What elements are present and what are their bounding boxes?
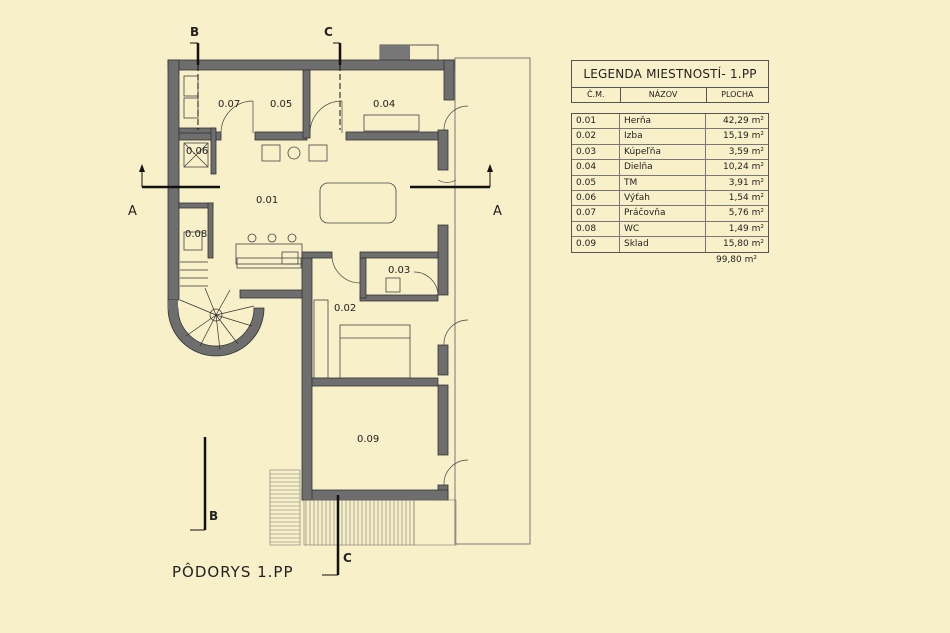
legend-cell-area: 10,24 m² bbox=[722, 162, 764, 173]
legend-cell-id: 0.03 bbox=[572, 144, 620, 160]
room-legend: LEGENDA MIESTNOSTÍ- 1.PP Č.M. NÁZOV PLOC… bbox=[571, 60, 769, 265]
chimney-fill bbox=[380, 45, 410, 60]
legend-cell-area: 42,29 m² bbox=[722, 116, 764, 126]
legend-cell-name: Herňa bbox=[620, 114, 706, 129]
section-mark-b-top: B bbox=[190, 25, 199, 39]
legend-cell-id: 0.05 bbox=[572, 175, 620, 190]
section-line-thin bbox=[141, 42, 491, 576]
legend-cell-name: Sklad bbox=[620, 237, 706, 252]
kitchen-counter bbox=[235, 243, 303, 265]
legend-cell-area: 1,54 m² bbox=[728, 192, 764, 203]
legend-cell-area: 1,49 m² bbox=[728, 223, 764, 234]
room-label-0-09: 0.09 bbox=[357, 434, 379, 445]
bed-icon bbox=[339, 324, 411, 379]
doors bbox=[220, 100, 469, 486]
legend-cell-id: 0.08 bbox=[572, 221, 620, 237]
legend-header: Č.M. NÁZOV PLOCHA bbox=[571, 88, 769, 103]
legend-cell-id: 0.06 bbox=[572, 190, 620, 206]
legend-cell-area: 5,76 m² bbox=[728, 208, 764, 219]
room-label-0-06: 0.06 bbox=[186, 146, 208, 157]
stair-curved-wall bbox=[167, 299, 265, 357]
legend-cell-area: 3,59 m² bbox=[728, 146, 764, 157]
legend-cell-id: 0.01 bbox=[572, 114, 620, 129]
walls bbox=[167, 59, 455, 501]
stair-wall-joint bbox=[168, 300, 178, 310]
legend-cell-id: 0.09 bbox=[572, 237, 620, 252]
section-mark-a-left: A bbox=[128, 204, 137, 219]
exterior-stair-steps bbox=[270, 473, 411, 545]
legend-cell-name: Výťah bbox=[620, 190, 706, 206]
legend-cell-id: 0.04 bbox=[572, 160, 620, 175]
legend-cell-name: Dielňa bbox=[620, 160, 706, 175]
spiral-stair bbox=[179, 261, 255, 351]
legend-cell-name: Izba bbox=[620, 129, 706, 144]
furniture bbox=[183, 75, 420, 379]
legend-cell-name: Práčovňa bbox=[620, 206, 706, 221]
legend-header-area: PLOCHA bbox=[721, 90, 754, 99]
legend-cell-area: 15,80 m² bbox=[722, 239, 764, 250]
room-label-0-03: 0.03 bbox=[388, 265, 410, 276]
section-mark-a-right: A bbox=[493, 204, 502, 219]
section-mark-b-bottom: B bbox=[209, 509, 218, 523]
room-label-0-08: 0.08 bbox=[185, 229, 207, 240]
legend-cell-area: 3,91 m² bbox=[728, 177, 764, 188]
legend-cell-name: WC bbox=[620, 221, 706, 237]
table-icon bbox=[319, 182, 397, 224]
legend-cell-name: TM bbox=[620, 175, 706, 190]
legend-header-name: NÁZOV bbox=[621, 88, 707, 102]
legend-cell-id: 0.07 bbox=[572, 206, 620, 221]
legend-total: 99,80 m² bbox=[715, 254, 757, 265]
legend-cell-id: 0.02 bbox=[572, 129, 620, 144]
room-label-0-07: 0.07 bbox=[218, 99, 240, 110]
plan-title: PÔDORYS 1.PP bbox=[172, 563, 294, 581]
section-lines bbox=[142, 43, 490, 575]
room-label-0-01: 0.01 bbox=[256, 195, 278, 206]
site-boundary bbox=[454, 57, 531, 545]
section-mark-c-top: C bbox=[324, 25, 333, 39]
room-label-0-04: 0.04 bbox=[373, 99, 395, 110]
legend-cell-area: 15,19 m² bbox=[722, 131, 764, 142]
room-label-0-02: 0.02 bbox=[334, 303, 356, 314]
room-label-0-05: 0.05 bbox=[270, 99, 292, 110]
section-arrows bbox=[139, 164, 493, 172]
legend-header-id: Č.M. bbox=[572, 88, 621, 102]
exterior-stairs bbox=[269, 469, 457, 546]
legend-title: LEGENDA MIESTNOSTÍ- 1.PP bbox=[571, 60, 769, 88]
legend-cell-name: Kúpeľňa bbox=[620, 144, 706, 160]
section-mark-c-bottom: C bbox=[343, 551, 352, 565]
